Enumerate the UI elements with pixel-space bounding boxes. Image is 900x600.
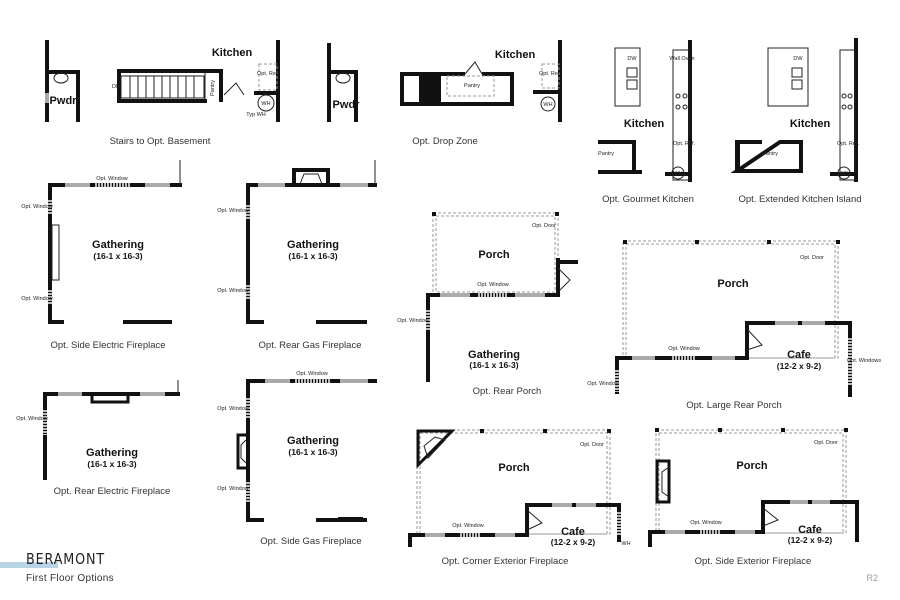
option-caption: Opt. Rear Gas Fireplace	[259, 340, 362, 351]
plan-stairs-to-basement: Pwdr DN Pantry Kitchen Opt. Ref. WH Typ …	[45, 40, 280, 147]
room-label: Kitchen	[624, 118, 665, 130]
plan-side-electric-fireplace: Opt. Window Opt. Window Opt. Window Gath…	[21, 160, 182, 351]
window-label: Opt. Window	[296, 371, 328, 377]
page-number: R2	[866, 573, 878, 583]
plan-side-gas-fireplace: Opt. Window Opt. Window Opt. Window Gath…	[217, 371, 377, 547]
room-label: Porch	[717, 278, 748, 290]
option-caption: Opt. Rear Porch	[473, 386, 542, 397]
plan-large-rear-porch: Opt. Door Opt. Window Opt. Windows Opt. …	[587, 240, 881, 411]
window-label: Opt. Window	[397, 318, 429, 324]
window-label: WH	[621, 541, 630, 547]
window-label: Opt. Window	[668, 346, 700, 352]
plan-rear-gas-fireplace: Opt. Window Opt. Window Gathering (16-1 …	[217, 160, 377, 351]
option-caption: Opt. Corner Exterior Fireplace	[442, 556, 569, 567]
room-label: Porch	[478, 249, 509, 261]
plan-drop-zone: Pwdr Pantry Kitchen Opt. Ref. WH Opt. Dr…	[327, 40, 562, 147]
appliance-label: Opt. Ref.	[257, 71, 279, 77]
room-label: Gathering	[92, 239, 144, 251]
pantry-label: Pantry	[464, 83, 480, 89]
door-label: Opt. Door	[814, 440, 838, 446]
window-label: Opt. Window	[477, 282, 509, 288]
room-label: Cafe	[787, 349, 811, 361]
room-dimensions: (12-2 x 9-2)	[788, 535, 833, 545]
option-caption: Opt. Drop Zone	[412, 136, 477, 147]
plan-corner-exterior-fireplace: Opt. Door Opt. Window WH Porch Cafe (12-…	[408, 429, 631, 567]
brand-name: BERAMONT	[26, 550, 106, 568]
appliance-label: DW	[793, 56, 803, 62]
option-caption: Opt. Large Rear Porch	[686, 400, 782, 411]
option-caption: Opt. Gourmet Kitchen	[602, 194, 694, 205]
room-label: Gathering	[287, 435, 339, 447]
pantry-label: Pantry	[598, 151, 614, 157]
sheet-subtitle: First Floor Options	[26, 573, 114, 584]
room-dimensions: (16-1 x 16-3)	[288, 447, 337, 457]
appliance-label: Opt. Ref.	[837, 141, 859, 147]
room-label: Kitchen	[790, 118, 831, 130]
window-label: Opt. Window	[96, 176, 128, 182]
room-label: Porch	[498, 462, 529, 474]
room-label: Pwdr	[333, 99, 361, 111]
door-label: Opt. Door	[800, 255, 824, 261]
plan-rear-electric-fireplace: Opt. Window Gathering (16-1 x 16-3) Opt.…	[16, 380, 180, 497]
window-label: Opt. Window	[217, 288, 249, 294]
room-label: Cafe	[798, 524, 822, 536]
plan-rear-porch: Opt. Door Opt. Window Opt. Window Porch …	[397, 212, 578, 397]
window-label: Opt. Windows	[847, 358, 881, 364]
room-dimensions: (12-2 x 9-2)	[551, 537, 596, 547]
window-label: Opt. Window	[217, 406, 249, 412]
appliance-label: Wall Oven	[669, 56, 694, 62]
window-label: Opt. Window	[21, 296, 53, 302]
option-caption: Stairs to Opt. Basement	[110, 136, 211, 147]
pantry-label: Pantry	[210, 80, 216, 96]
room-label: Gathering	[86, 447, 138, 459]
room-dimensions: (16-1 x 16-3)	[93, 251, 142, 261]
window-label: Opt. Window	[587, 381, 619, 387]
room-label: Kitchen	[495, 49, 536, 61]
window-label: Opt. Window	[690, 520, 722, 526]
stair-label: DN	[112, 84, 120, 90]
water-heater-label: WH	[543, 102, 552, 108]
window-label: Opt. Window	[16, 416, 48, 422]
option-caption: Opt. Side Gas Fireplace	[260, 536, 361, 547]
option-caption: Opt. Extended Kitchen Island	[738, 194, 861, 205]
water-heater-label: WH	[839, 171, 848, 177]
appliance-label: Opt. Ref.	[539, 71, 561, 77]
room-label: Kitchen	[212, 47, 253, 59]
plan-side-exterior-fireplace: Opt. Door Opt. Window Porch Cafe (12-2 x…	[648, 428, 859, 567]
water-heater-label: Typ WH	[246, 112, 266, 118]
option-caption: Opt. Rear Electric Fireplace	[54, 486, 171, 497]
door-label: Opt. Door	[580, 442, 604, 448]
room-label: Pwdr	[50, 95, 78, 107]
room-label: Porch	[736, 460, 767, 472]
window-label: Opt. Window	[21, 204, 53, 210]
option-caption: Opt. Side Exterior Fireplace	[695, 556, 812, 567]
window-label: Opt. Window	[217, 208, 249, 214]
room-dimensions: (16-1 x 16-3)	[87, 459, 136, 469]
room-dimensions: (16-1 x 16-3)	[288, 251, 337, 261]
room-dimensions: (16-1 x 16-3)	[469, 360, 518, 370]
door-label: Opt. Door	[532, 223, 556, 229]
window-label: Opt. Window	[217, 486, 249, 492]
room-dimensions: (12-2 x 9-2)	[777, 361, 822, 371]
water-heater-label: WH	[673, 171, 682, 177]
option-caption: Opt. Side Electric Fireplace	[50, 340, 165, 351]
window-label: Opt. Window	[452, 523, 484, 529]
water-heater-label: WH	[261, 101, 270, 107]
room-label: Gathering	[468, 349, 520, 361]
appliance-label: Opt. Ref.	[673, 141, 695, 147]
plan-extended-kitchen-island: DW Kitchen Pantry Opt. Ref. WH Opt. Exte…	[730, 38, 862, 205]
brand-accent-bar	[0, 562, 58, 568]
room-label: Gathering	[287, 239, 339, 251]
room-label: Cafe	[561, 526, 585, 538]
pantry-label: Pantry	[762, 151, 778, 157]
plan-gourmet-kitchen: DW Wall Oven Kitchen Opt. Ref. WH Pantry…	[598, 40, 695, 205]
appliance-label: DW	[627, 56, 637, 62]
